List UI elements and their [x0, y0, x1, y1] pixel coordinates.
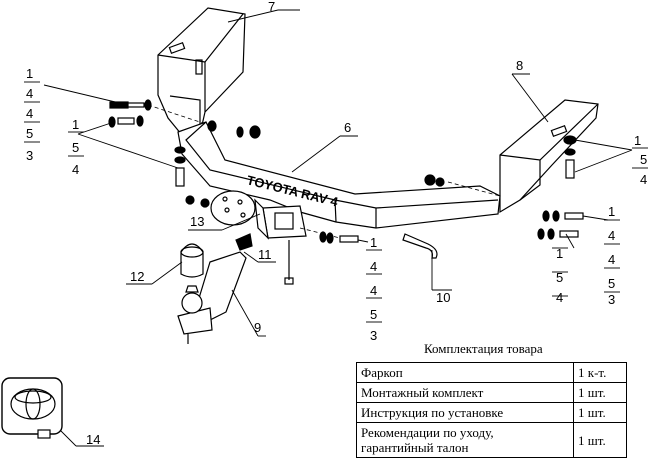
stack-number: 5	[556, 270, 563, 285]
stack-right-top: 1 5 4	[634, 133, 647, 187]
callout-11: 11	[258, 247, 272, 262]
stack-number: 1	[556, 246, 563, 261]
stack-number: 4	[608, 228, 615, 243]
stack-number: 1	[72, 117, 79, 132]
stack-number: 4	[26, 86, 33, 101]
stack-number: 5	[26, 126, 33, 141]
table-row: Рекомендации по уходу, гарантийный талон…	[356, 422, 627, 458]
item-qty: 1 шт.	[573, 402, 627, 423]
stack-number: 5	[370, 307, 377, 322]
main-crossbar	[177, 121, 501, 229]
stack-number: 5	[608, 276, 615, 291]
callout-10: 10	[436, 290, 450, 305]
stack-number: 4	[26, 106, 33, 121]
item-qty: 1 шт.	[573, 422, 627, 458]
stack-number: 4	[370, 259, 377, 274]
item-qty: 1 к-т.	[573, 362, 627, 383]
stack-number: 1	[370, 235, 377, 250]
callout-14: 14	[86, 432, 100, 447]
callout-6: 6	[344, 120, 351, 135]
socket-plate	[210, 190, 256, 226]
item-name: Монтажный комплект	[356, 382, 574, 403]
stack-number: 1	[634, 133, 641, 148]
stack-left-top: 1 4 4 5 3	[26, 66, 33, 163]
retaining-clip	[235, 233, 253, 251]
stack-center: 1 4 4 5 3	[370, 235, 377, 343]
fastener-set	[108, 99, 584, 244]
stack-number: 3	[370, 328, 377, 343]
item-name: Инструкция по установке	[356, 402, 574, 423]
callout-7: 7	[268, 0, 275, 14]
item-name: Фаркоп	[356, 362, 574, 383]
right-mounting-bracket	[499, 99, 599, 214]
toyota-emblem-box	[1, 377, 63, 439]
stack-right-mid: 1 4 4 5 3	[608, 204, 615, 307]
stack-number: 5	[640, 152, 647, 167]
stack-number: 4	[556, 290, 563, 305]
left-mounting-bracket	[157, 7, 246, 141]
stack-right-low: 1 5 4	[556, 246, 563, 305]
stack-number: 4	[608, 252, 615, 267]
stack-number: 4	[72, 162, 79, 177]
stack-number: 1	[26, 66, 33, 81]
stack-number: 5	[72, 140, 79, 155]
ball-mount	[177, 251, 247, 344]
callout-12: 12	[130, 269, 144, 284]
stack-number: 4	[640, 172, 647, 187]
callout-13: 13	[190, 214, 204, 229]
stack-number: 3	[26, 148, 33, 163]
hitch-receiver	[254, 198, 307, 240]
kit-contents-table: Фаркоп 1 к-т. Монтажный комплект 1 шт. И…	[356, 362, 627, 458]
table-row: Инструкция по установке 1 шт.	[356, 402, 627, 423]
stack-number: 4	[370, 283, 377, 298]
ball-cap	[180, 243, 204, 278]
table-row: Фаркоп 1 к-т.	[356, 362, 627, 383]
table-row: Монтажный комплект 1 шт.	[356, 382, 627, 403]
stack-left-mid: 1 5 4	[72, 117, 79, 177]
callout-8: 8	[516, 58, 523, 73]
stack-number: 1	[608, 204, 615, 219]
callout-9: 9	[254, 320, 261, 335]
stack-number: 3	[608, 292, 615, 307]
kit-contents-title: Комплектация товара	[424, 341, 543, 356]
item-qty: 1 шт.	[573, 382, 627, 403]
item-name: Рекомендации по уходу, гарантийный талон	[356, 422, 574, 458]
